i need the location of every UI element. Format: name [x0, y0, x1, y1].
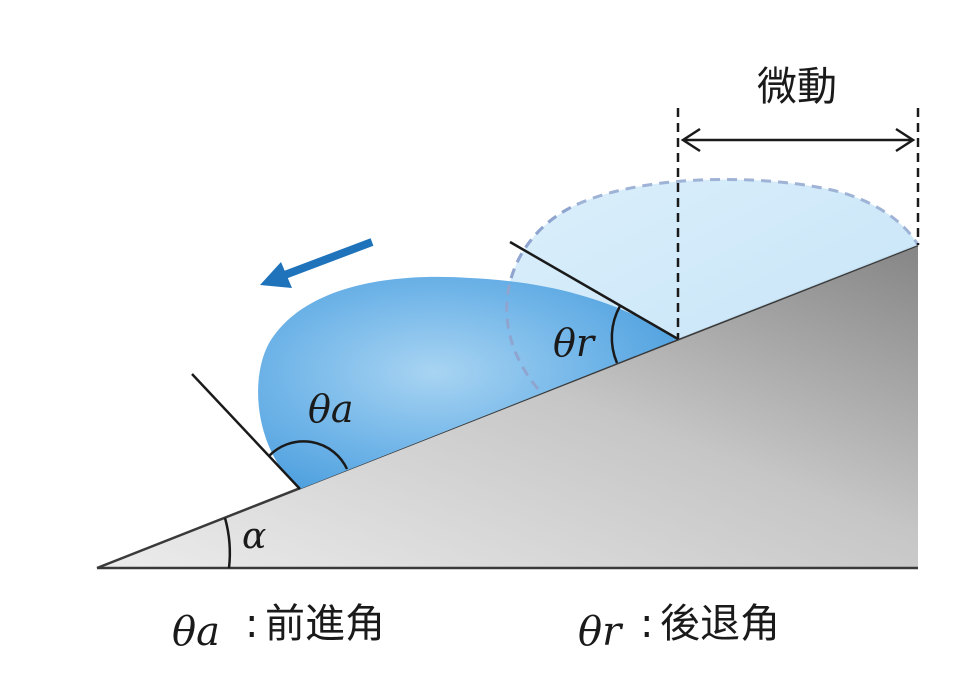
theta-a-label: θa — [308, 387, 354, 431]
droplet — [258, 276, 678, 489]
advancing-tangent-line — [191, 373, 301, 490]
displacement-label: 微動 — [757, 64, 837, 110]
double-headed-arrow-icon — [680, 127, 916, 153]
legend-advancing-symbol: θa — [172, 609, 220, 655]
legend-receding-text: 後退角 — [660, 601, 780, 647]
theta-r-label: θr — [553, 321, 597, 365]
alpha-label: α — [242, 516, 266, 557]
legend-advancing-colon: : — [245, 601, 258, 647]
ghost-outline-overlap — [505, 202, 579, 390]
motion-arrow-icon — [260, 238, 374, 288]
theta-a-arc — [268, 440, 349, 470]
alpha-arc — [223, 517, 232, 569]
legend-advancing-text: 前進角 — [265, 601, 385, 647]
legend-receding-symbol: θr — [578, 609, 624, 655]
legend-receding-colon: : — [640, 601, 653, 647]
theta-r-arc — [610, 305, 622, 364]
receding-tangent-line — [509, 240, 679, 341]
